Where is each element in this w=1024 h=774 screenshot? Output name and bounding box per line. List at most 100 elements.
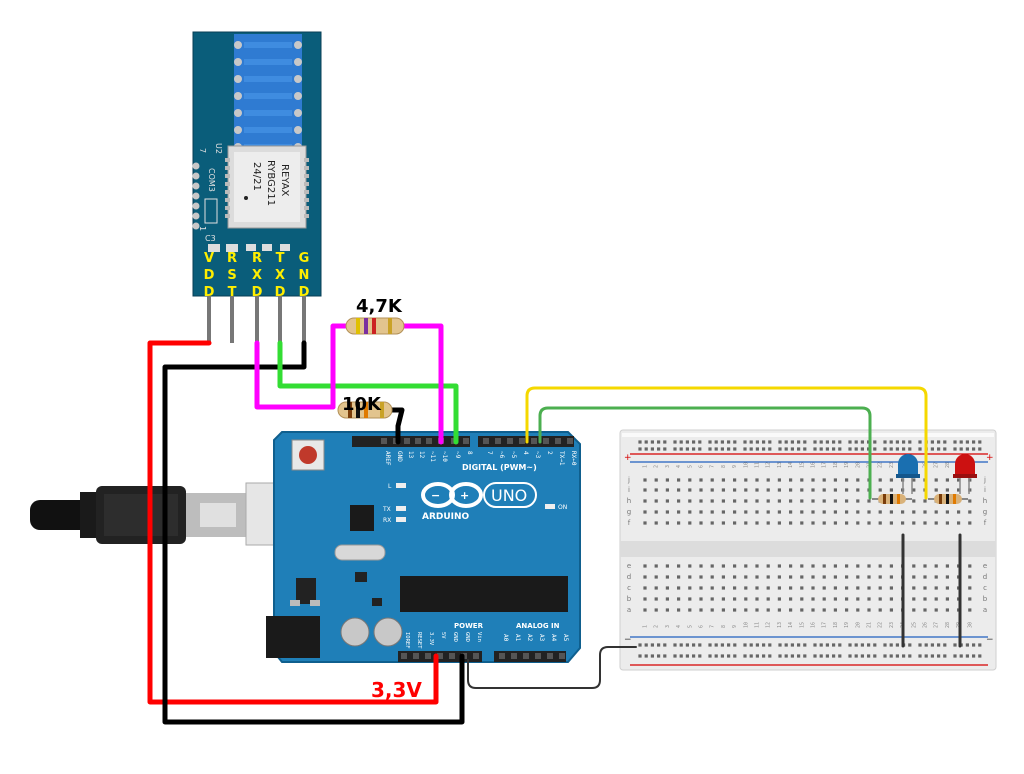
breadboard-hole (845, 499, 849, 503)
breadboard-hole (721, 597, 725, 601)
breadboard-col-number: 2 (654, 625, 660, 628)
breadboard-row-letter: f (984, 519, 987, 527)
breadboard-hole (825, 643, 829, 647)
breadboard-hole (721, 586, 725, 590)
breadboard-hole (766, 608, 770, 612)
breadboard-hole (902, 447, 906, 451)
header-socket (449, 653, 455, 659)
chip-lead (304, 182, 309, 186)
power-jack (266, 616, 320, 658)
breadboard-hole (650, 654, 654, 658)
breadboard-hole (867, 643, 871, 647)
module-trace (244, 127, 292, 133)
power-pin-label: 5V (440, 632, 446, 639)
breadboard-col-number: 27 (934, 462, 940, 468)
breadboard-hole (968, 478, 972, 482)
breadboard-hole (924, 643, 928, 647)
breadboard-hole (777, 564, 781, 568)
header-socket (426, 438, 432, 444)
breadboard-hole (657, 440, 661, 444)
label-10k: 10K (342, 394, 382, 415)
digital-pin-label: GND (396, 451, 403, 462)
breadboard-hole (923, 586, 927, 590)
led-l (396, 483, 406, 488)
breadboard-hole (790, 447, 794, 451)
breadboard-hole (860, 643, 864, 647)
breadboard-hole (813, 654, 817, 658)
breadboard-hole (845, 510, 849, 514)
breadboard-hole (692, 643, 696, 647)
breadboard-col-number: 16 (811, 622, 817, 628)
breadboard-col-number: 5 (687, 625, 693, 628)
breadboard-hole (959, 654, 963, 658)
breadboard-hole (766, 488, 770, 492)
breadboard-hole (873, 654, 877, 658)
wires (147, 323, 962, 725)
breadboard-hole (895, 440, 899, 444)
breadboard-hole (972, 440, 976, 444)
breadboard-hole (710, 510, 714, 514)
breadboard-hole (755, 440, 759, 444)
breadboard-hole (790, 643, 794, 647)
breadboard-hole (721, 478, 725, 482)
breadboard-hole (934, 586, 938, 590)
breadboard-hole (743, 447, 747, 451)
breadboard-hole (710, 488, 714, 492)
breadboard-hole (943, 643, 947, 647)
breadboard-col-number: 6 (699, 465, 705, 468)
breadboard-hole (856, 488, 860, 492)
breadboard-hole (957, 488, 961, 492)
breadboard-hole (749, 440, 753, 444)
header-socket (523, 653, 529, 659)
breadboard-hole (833, 478, 837, 482)
breadboard-hole (665, 499, 669, 503)
breadboard-hole (789, 597, 793, 601)
breadboard-col-number: 19 (844, 462, 850, 468)
breadboard-hole (965, 654, 969, 658)
breadboard-hole (889, 575, 893, 579)
breadboard-hole (856, 521, 860, 525)
breadboard-hole (710, 575, 714, 579)
breadboard-hole (755, 488, 759, 492)
breadboard-hole (755, 499, 759, 503)
silk-c3: C3 (205, 234, 216, 243)
breadboard-hole (856, 575, 860, 579)
breadboard-hole (889, 447, 893, 451)
breadboard-hole (733, 440, 737, 444)
breadboard-hole (692, 447, 696, 451)
chip-lead (225, 190, 230, 194)
module-pin-gnd-letter: G (299, 251, 310, 266)
breadboard-hole (766, 521, 770, 525)
chip-lead (304, 174, 309, 178)
breadboard-row-letter: c (983, 584, 987, 592)
breadboard-col-number: 18 (833, 622, 839, 628)
breadboard-hole (727, 643, 731, 647)
header-socket (463, 438, 469, 444)
breadboard-hole (819, 643, 823, 647)
breadboard-hole (710, 608, 714, 612)
breadboard-hole (789, 499, 793, 503)
breadboard-hole (923, 608, 927, 612)
breadboard-hole (912, 478, 916, 482)
breadboard-hole (968, 510, 972, 514)
breadboard-hole (673, 440, 677, 444)
breadboard-hole (721, 521, 725, 525)
module-side-pad (192, 222, 200, 230)
breadboard-hole (743, 654, 747, 658)
breadboard-hole (800, 564, 804, 568)
breadboard-hole (957, 521, 961, 525)
breadboard-hole (856, 586, 860, 590)
breadboard-hole (733, 575, 737, 579)
breadboard-row-letter: d (627, 573, 631, 581)
breadboard-hole (665, 478, 669, 482)
breadboard-hole (895, 447, 899, 451)
breadboard-hole (845, 564, 849, 568)
breadboard-hole (777, 499, 781, 503)
breadboard-hole (945, 488, 949, 492)
breadboard-hole (657, 643, 661, 647)
svg-text:+: + (460, 489, 469, 502)
breadboard-hole (934, 478, 938, 482)
breadboard-hole (679, 447, 683, 451)
breadboard-hole (968, 499, 972, 503)
